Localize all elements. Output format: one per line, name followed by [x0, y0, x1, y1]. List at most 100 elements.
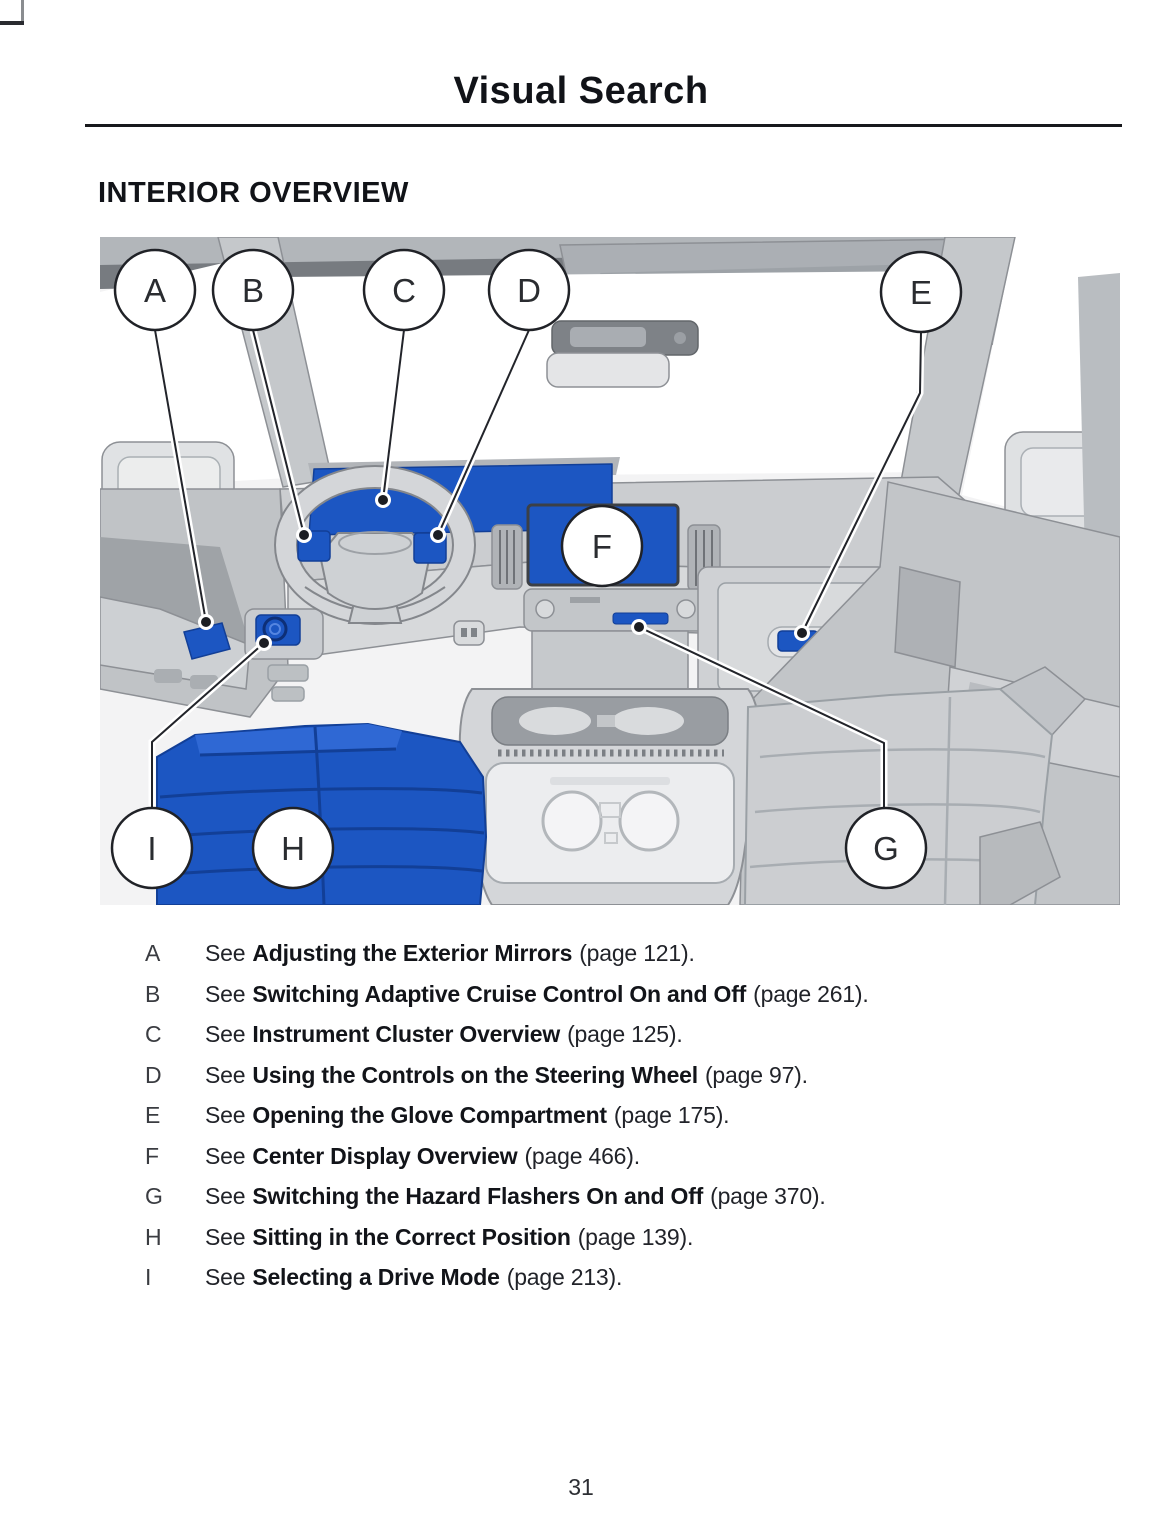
legend-see: See [205, 1102, 246, 1128]
legend-see: See [205, 1223, 246, 1250]
callout-G [844, 806, 928, 890]
legend-letter: A [145, 940, 161, 966]
legend-letter: H [145, 1223, 162, 1250]
dash-badge [453, 620, 485, 646]
leader-line-I [151, 642, 265, 808]
legend-page-ref: (page 125). [567, 1021, 683, 1047]
callout-B [211, 248, 295, 332]
callout-letter-B: B [242, 272, 264, 309]
leader-line-D [437, 329, 530, 536]
interior-overview-figure: A B C D E F G H I [100, 237, 1120, 905]
legend-letter: B [145, 980, 161, 1007]
callout-letter-E: E [910, 274, 932, 311]
callout-letter-F: F [592, 528, 612, 565]
legend-page-ref: (page 139). [577, 1223, 694, 1250]
legend-topic: Adjusting the Exterior Mirrors [252, 940, 573, 966]
overhead-console [551, 320, 699, 356]
legend-see: See [205, 940, 246, 966]
leader-dots [198, 492, 810, 651]
center-console [458, 688, 762, 905]
callout-letter-D: D [517, 272, 541, 309]
legend-see: See [205, 1142, 246, 1169]
page-corner-mark-horizontal [0, 21, 24, 25]
callout-A [113, 248, 197, 332]
rear-view-mirror [546, 352, 670, 388]
callout-C [362, 248, 446, 332]
callout-E [879, 250, 963, 334]
steering-wheel [273, 465, 477, 625]
page-title: Visual Search [453, 70, 709, 112]
legend-see: See [205, 1021, 246, 1047]
legend-letter: D [145, 1061, 162, 1088]
interior-illustration: A B C D E F G H I [100, 237, 1120, 905]
b-pillar-right [1078, 273, 1120, 567]
legend-page-ref: (page 121). [579, 940, 695, 966]
legend-page-ref: (page 97). [704, 1061, 808, 1088]
legend-letter: I [145, 1264, 152, 1290]
leader-line-A [154, 329, 207, 623]
passenger-seat [743, 666, 1087, 905]
cupholder-right [618, 790, 680, 852]
callouts: A B C D E F G H I [110, 248, 963, 890]
callout-letter-I: I [147, 830, 156, 867]
leader-line-B [252, 329, 305, 536]
legend-see: See [205, 1061, 246, 1088]
leader-line-G [638, 626, 885, 808]
callout-letter-H: H [281, 830, 305, 867]
legend-topic: Using the Controls on the Steering Wheel [252, 1061, 698, 1088]
page-corner-mark-vertical [21, 0, 24, 22]
seatbelt-buckle [979, 821, 1061, 905]
legend-topic: Selecting a Drive Mode [252, 1264, 500, 1290]
legend-see: See [205, 1183, 246, 1209]
legend-page-ref: (page 466). [524, 1142, 640, 1169]
legend-page-ref: (page 370). [710, 1183, 826, 1209]
legend-topic: Switching the Hazard Flashers On and Off [252, 1183, 704, 1209]
legend-letter: G [145, 1183, 163, 1209]
legend-letter: F [145, 1142, 160, 1169]
callout-D [487, 248, 571, 332]
legend-topic: Opening the Glove Compartment [252, 1102, 607, 1128]
title-divider [85, 124, 1122, 127]
callout-letter-A: A [144, 272, 166, 309]
cupholder-left [541, 790, 603, 852]
legend-page-ref: (page 261). [753, 980, 869, 1007]
driver-seat-highlight [156, 722, 488, 905]
center-shelf [523, 588, 707, 694]
callout-letter-C: C [392, 272, 416, 309]
leader-line-C [382, 329, 405, 501]
left-door [100, 488, 289, 718]
leader-lines [151, 329, 922, 808]
legend-see: See [205, 1264, 246, 1290]
callout-letter-G: G [873, 830, 899, 867]
legend-page-ref: (page 175). [613, 1102, 730, 1128]
leader-line-E [801, 331, 922, 634]
legend-letter: C [145, 1021, 162, 1047]
legend-page-ref: (page 213). [506, 1264, 623, 1290]
callout-I [110, 806, 194, 890]
legend-topic: Instrument Cluster Overview [252, 1021, 561, 1047]
callout-F [560, 504, 644, 588]
page-number: 31 [568, 1474, 594, 1500]
legend-letter: E [145, 1102, 161, 1128]
legend-topic: Sitting in the Correct Position [252, 1223, 571, 1250]
legend-topic: Center Display Overview [252, 1142, 518, 1169]
legend-see: See [205, 980, 246, 1007]
section-heading: INTERIOR OVERVIEW [98, 177, 409, 209]
